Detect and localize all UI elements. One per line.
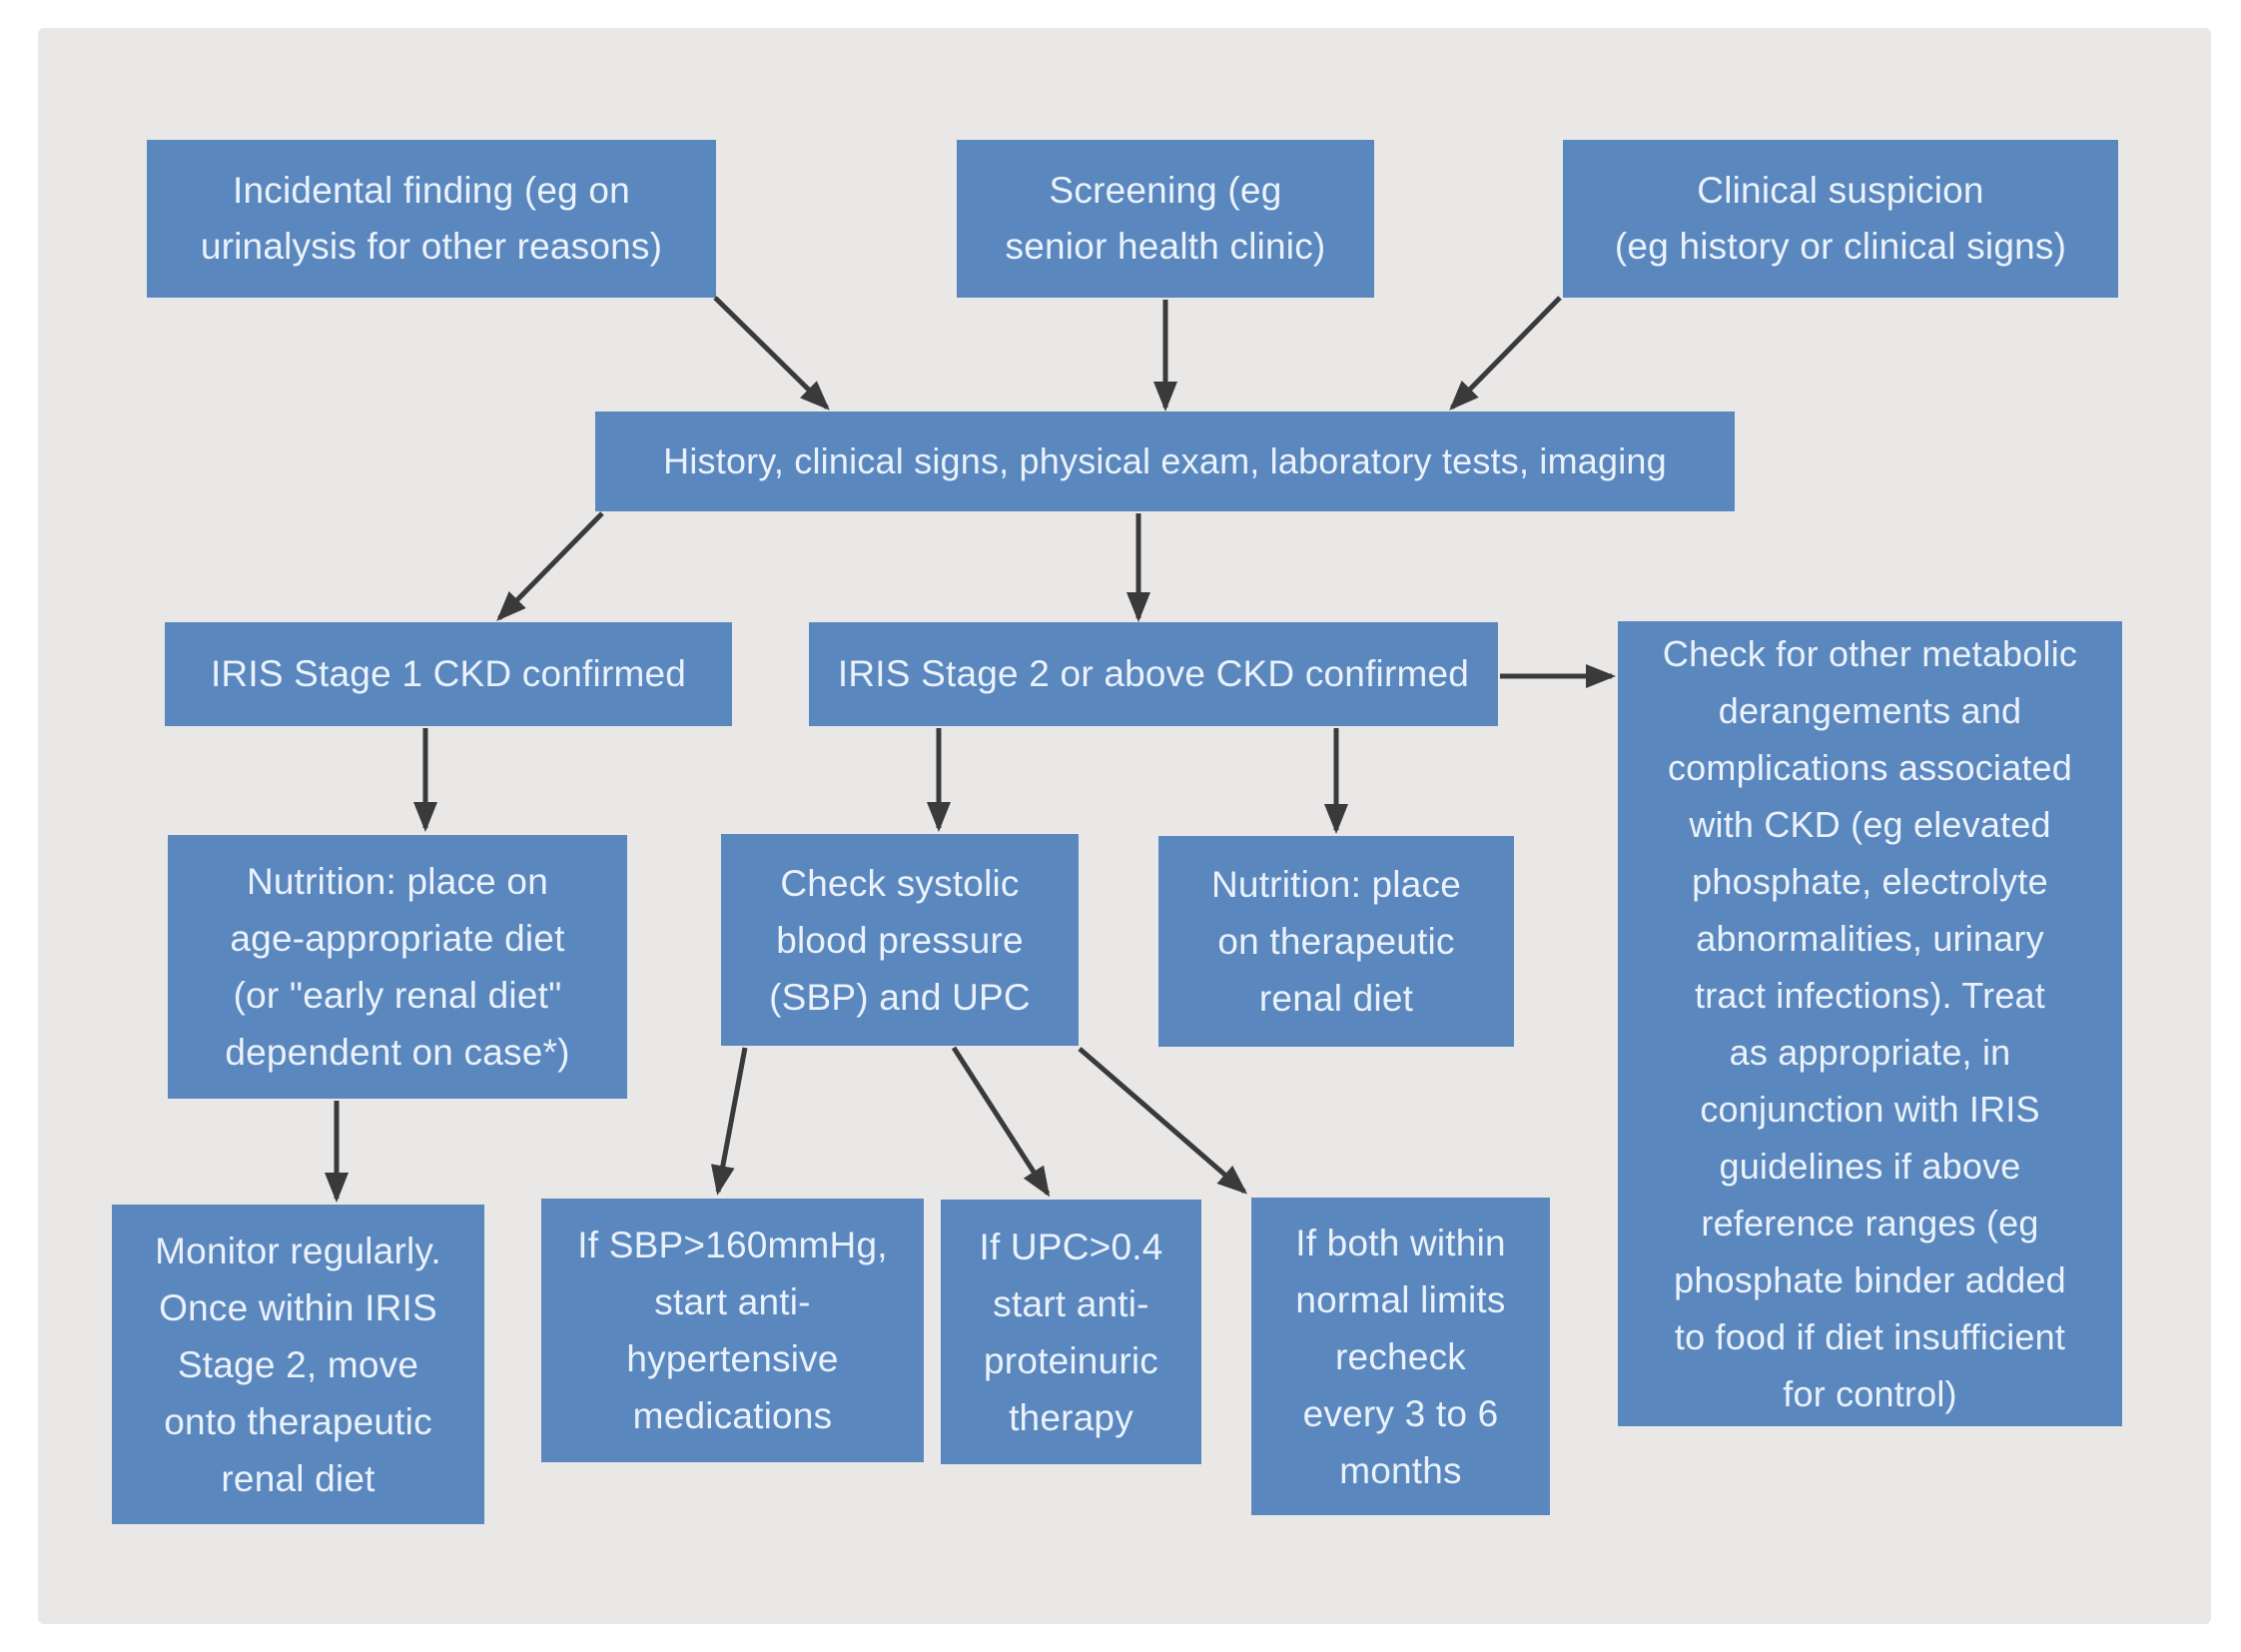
node-workup: History, clinical signs, physical exam, … [595,412,1735,511]
node-iris-stage2-confirmed: IRIS Stage 2 or above CKD confirmed [809,622,1498,726]
node-both-normal-recheck: If both within normal limits recheck eve… [1251,1198,1550,1515]
node-nutrition-age-appropriate: Nutrition: place on age-appropriate diet… [168,835,627,1099]
node-screening: Screening (eg senior health clinic) [957,140,1374,298]
node-clinical-suspicion: Clinical suspicion (eg history or clinic… [1563,140,2118,298]
node-nutrition-therapeutic-renal: Nutrition: place on therapeutic renal di… [1158,836,1514,1047]
node-upc-high-antiproteinuric: If UPC>0.4 start anti- proteinuric thera… [941,1200,1201,1464]
node-sbp-high-antihypertensive: If SBP>160mmHg, start anti- hypertensive… [541,1199,924,1462]
node-incidental-finding: Incidental finding (eg on urinalysis for… [147,140,716,298]
node-check-sbp-upc: Check systolic blood pressure (SBP) and … [721,834,1079,1046]
node-iris-stage1-confirmed: IRIS Stage 1 CKD confirmed [165,622,732,726]
node-metabolic-derangements: Check for other metabolic derangements a… [1618,621,2122,1426]
node-monitor-regularly: Monitor regularly. Once within IRIS Stag… [112,1205,484,1524]
